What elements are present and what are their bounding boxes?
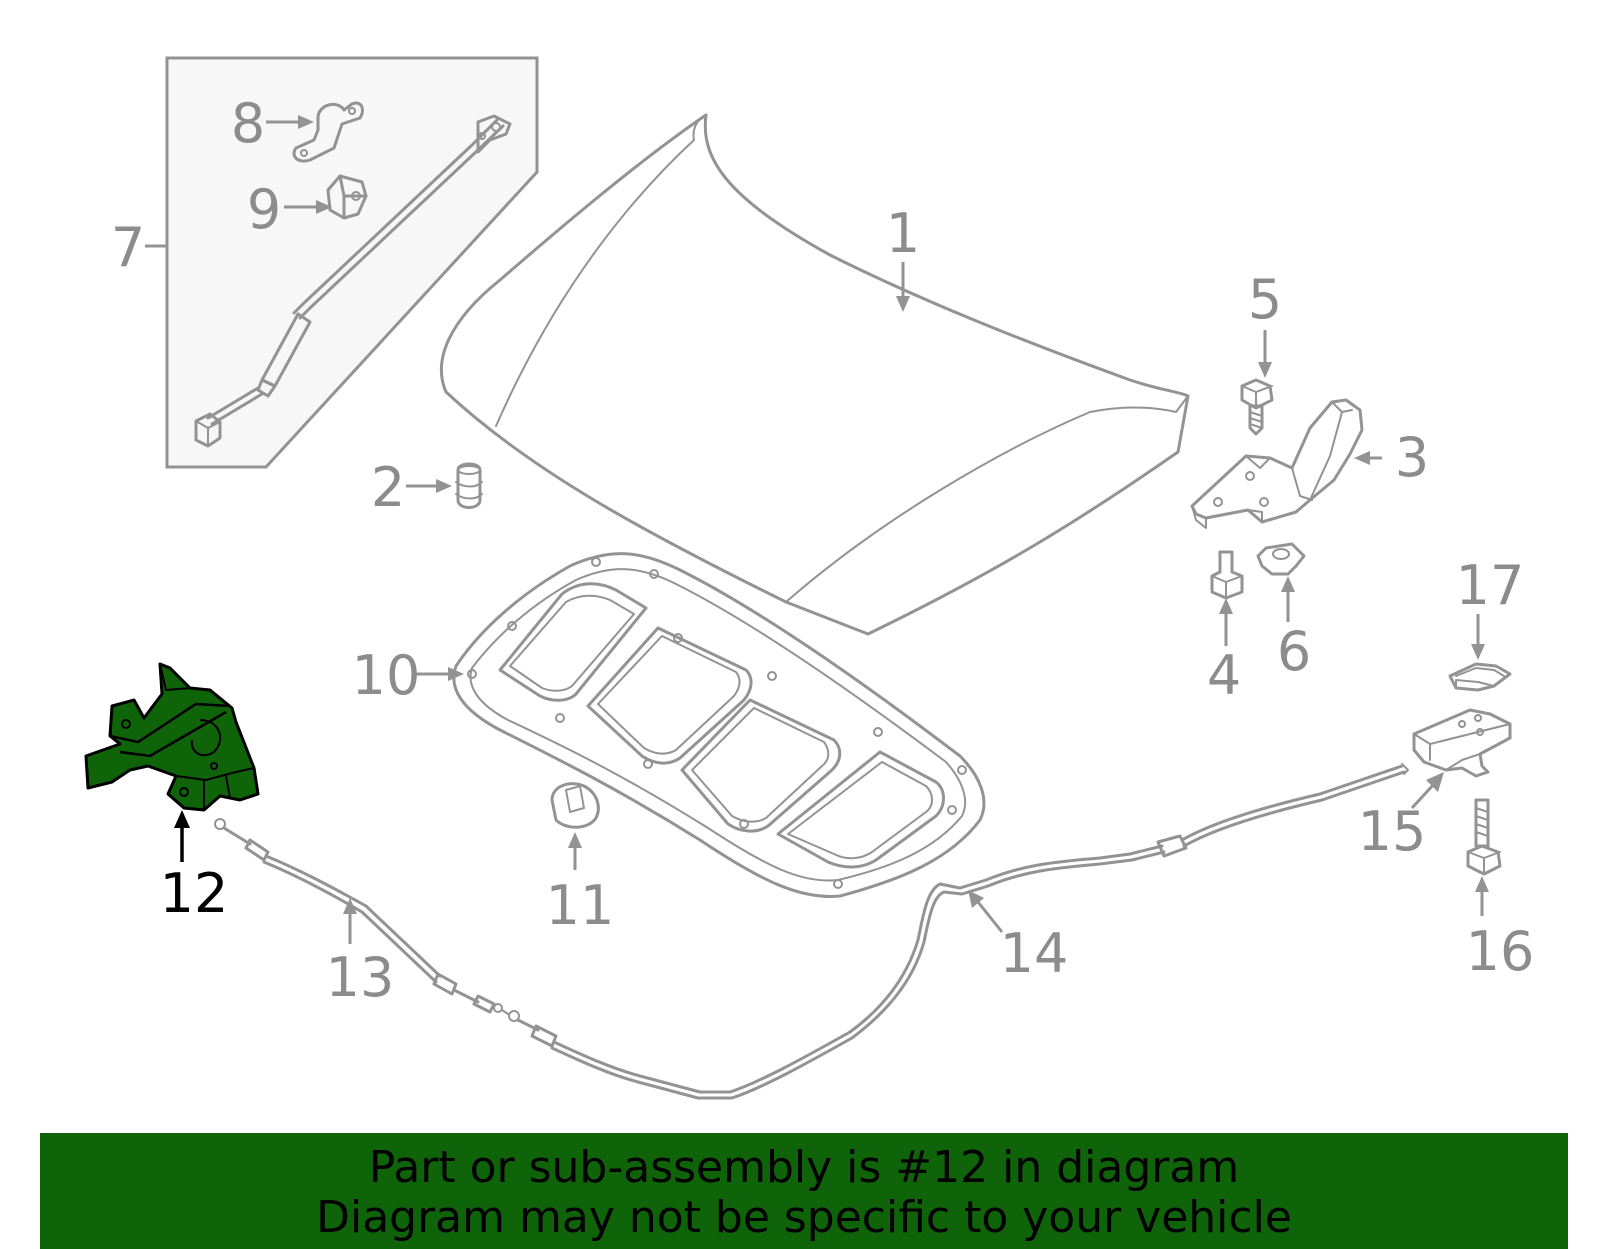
- leader-2: [406, 479, 452, 493]
- callout-3: 3: [1395, 426, 1429, 489]
- part-16-bolt[interactable]: [1466, 798, 1502, 876]
- part-2-bumper[interactable]: [455, 462, 483, 509]
- callout-17: 17: [1456, 554, 1525, 617]
- leader-6: [1281, 576, 1295, 622]
- callout-11: 11: [546, 874, 615, 937]
- part-17-clip[interactable]: [1448, 662, 1512, 692]
- part-10-insulator[interactable]: [452, 552, 986, 898]
- leader-17: [1471, 614, 1485, 660]
- part-14-cable[interactable]: [508, 763, 1409, 1100]
- callout-10: 10: [352, 644, 421, 707]
- banner-line-1: Part or sub-assembly is #12 in diagram: [368, 1142, 1240, 1193]
- leader-10: [416, 667, 464, 681]
- part-6-nut[interactable]: [1256, 542, 1306, 576]
- part-7-strut-assembly[interactable]: [165, 56, 539, 469]
- part-9-bushing[interactable]: [326, 174, 368, 220]
- part-8-bracket[interactable]: [292, 101, 364, 163]
- callout-13: 13: [326, 946, 395, 1009]
- leader-15: [1410, 772, 1444, 810]
- part-11-clip[interactable]: [550, 782, 600, 829]
- part-1-hood[interactable]: [440, 113, 1190, 636]
- part-3-hinge[interactable]: [1190, 398, 1364, 529]
- leader-9: [284, 200, 332, 214]
- callout-4: 4: [1207, 644, 1241, 707]
- part-5-bolt[interactable]: [1240, 378, 1274, 436]
- callout-16: 16: [1466, 920, 1535, 983]
- leader-16: [1475, 876, 1489, 916]
- callout-9: 9: [247, 178, 281, 241]
- callout-8: 8: [231, 92, 265, 155]
- callout-1: 1: [886, 202, 920, 265]
- leader-12: [174, 810, 190, 862]
- leader-4: [1219, 598, 1233, 646]
- leader-1: [896, 262, 910, 312]
- leader-5: [1258, 330, 1272, 378]
- callout-12: 12: [160, 862, 229, 925]
- banner-line-2: Diagram may not be specific to your vehi…: [316, 1192, 1292, 1243]
- leader-11: [568, 832, 582, 870]
- callout-14: 14: [1000, 922, 1069, 985]
- callout-7: 7: [111, 216, 145, 279]
- leader-3: [1354, 451, 1382, 465]
- part-4-bolt[interactable]: [1210, 550, 1244, 600]
- part-info-banner: Part or sub-assembly is #12 in diagram D…: [40, 1133, 1568, 1249]
- callout-6: 6: [1277, 620, 1311, 683]
- leader-14: [968, 890, 1004, 933]
- leader-13: [343, 898, 357, 944]
- leader-8: [266, 115, 314, 129]
- callout-5: 5: [1248, 268, 1282, 331]
- callout-15: 15: [1358, 800, 1427, 863]
- callout-2: 2: [371, 456, 405, 519]
- part-13-cable[interactable]: [214, 818, 509, 1015]
- part-12-hood-latch[interactable]: [84, 662, 260, 812]
- part-15-bracket[interactable]: [1412, 708, 1512, 778]
